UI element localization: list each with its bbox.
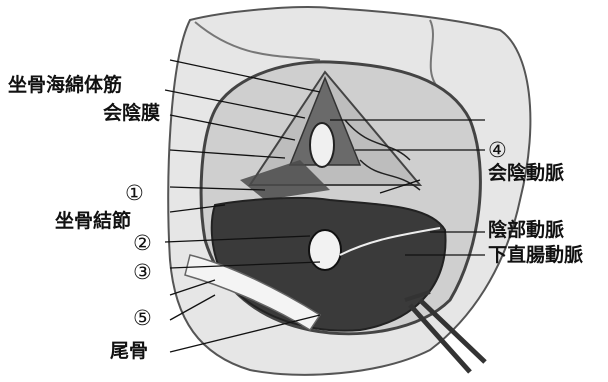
label-coccyx: 尾骨 bbox=[110, 342, 148, 361]
label-ischial-tuberosity: 坐骨結節 bbox=[55, 212, 131, 231]
label-circle-1: ① bbox=[125, 183, 144, 204]
label-circle-2: ② bbox=[133, 233, 152, 254]
label-circle-4: ④ bbox=[488, 140, 507, 161]
label-perineal-artery: 会陰動脈 bbox=[488, 164, 564, 183]
label-bulbospongiosus: 坐骨海綿体筋 bbox=[8, 76, 122, 95]
vaginal-opening bbox=[310, 123, 334, 167]
label-perineal-membrane: 会陰膜 bbox=[103, 104, 160, 123]
label-inferior-rectal-artery: 下直腸動脈 bbox=[488, 246, 583, 265]
label-circle-5: ⑤ bbox=[133, 308, 152, 329]
label-circle-3: ③ bbox=[133, 262, 152, 283]
anus bbox=[309, 230, 341, 270]
label-pudendal-artery: 陰部動脈 bbox=[488, 221, 564, 240]
